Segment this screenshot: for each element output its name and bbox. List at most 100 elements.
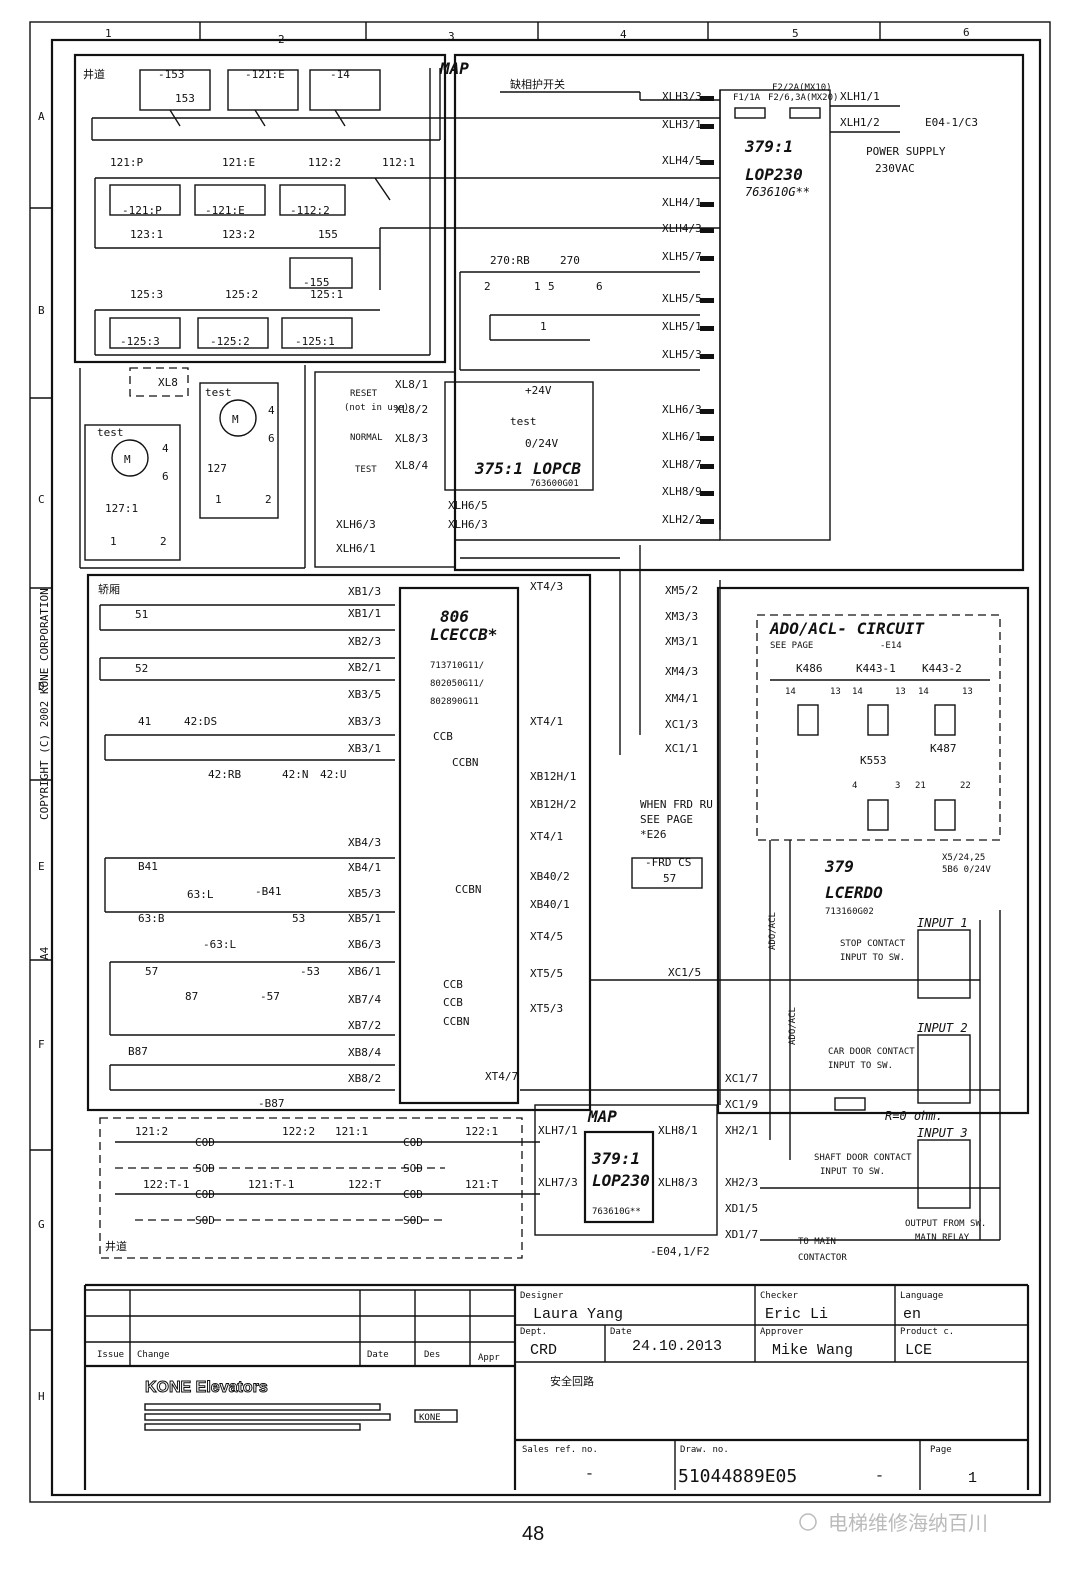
lopcb-normal: NORMAL [350, 433, 383, 443]
switch-row-1: -153 -121:E -14 153 [91, 68, 720, 141]
xlh6-5: XLH6/5 [448, 499, 488, 512]
col-2: 2 [278, 33, 285, 46]
sw-155n: -155 [303, 276, 330, 289]
ado-acl-2: ADO/ACL [788, 1007, 798, 1045]
voltage-label: 230VAC [875, 162, 915, 175]
svg-text:XT5/3: XT5/3 [530, 1002, 563, 1015]
svg-text:Date: Date [367, 1350, 389, 1360]
motor1-m: M [124, 453, 131, 466]
svg-text:XB5/3: XB5/3 [348, 887, 381, 900]
sw-121p: 121:P [110, 156, 143, 169]
power-label: POWER SUPPLY [866, 145, 946, 158]
xd1-7: XD1/7 [725, 1228, 758, 1241]
lop-bottom-code: 763610G** [592, 1207, 641, 1217]
row-B: B [38, 304, 45, 317]
svg-text:CCB: CCB [443, 996, 463, 1009]
svg-text:XB8/2: XB8/2 [348, 1072, 381, 1085]
fuse-f1-label: F1/1A [733, 93, 761, 103]
rb270-1: 1 [534, 280, 541, 293]
hoistway-bottom-box [99, 1117, 523, 1259]
svg-text:Approver: Approver [760, 1327, 804, 1337]
lop-top-code: 763610G** [745, 185, 810, 199]
svg-text:-57: -57 [260, 990, 280, 1003]
lopcb-24v: +24V [525, 384, 552, 397]
conn-xlh3-3: XLH3/3 [662, 90, 702, 103]
lceccb-code-3: 802890G11 [430, 697, 479, 707]
motor1-test: test [97, 426, 124, 439]
svg-text:Draw. no.: Draw. no. [680, 1445, 729, 1455]
col-3: 3 [448, 30, 455, 43]
lopcb-0v: 0/24V [525, 437, 558, 450]
draw-dash: - [875, 1468, 884, 1485]
svg-text:XM5/2: XM5/2 [665, 584, 698, 597]
p2b: 2 [265, 493, 272, 506]
row-D: D [38, 680, 45, 693]
svg-text:63:L: 63:L [187, 888, 214, 901]
motor1-6: 6 [162, 470, 169, 483]
col-6: 6 [963, 26, 970, 39]
lopcb-test: TEST [355, 465, 377, 475]
p1a: 1 [110, 535, 117, 548]
conn-xlh4-1: XLH4/1 [662, 196, 702, 209]
svg-text:122:1: 122:1 [465, 1125, 498, 1138]
svg-text:K553: K553 [860, 754, 887, 767]
xlh6-3b: XLH6/3 [336, 518, 376, 531]
lopcb-reset: RESET [350, 389, 378, 399]
car-switches: 51 52 41 42:DS 42:RB 42:N 42:U B41 -B41 … [99, 604, 395, 1110]
svg-text:B41: B41 [138, 860, 158, 873]
motor-box-2 [199, 382, 279, 519]
svg-text:XB40/1: XB40/1 [530, 898, 570, 911]
watermark: 电梯维修海纳百川 [828, 1511, 988, 1535]
map-top-box [453, 53, 1025, 572]
svg-text:Page: Page [930, 1445, 952, 1455]
draw-no: 51044889E05 [678, 1466, 797, 1487]
svg-text:4: 4 [852, 781, 857, 791]
car-label: 轿厢 [98, 582, 120, 596]
kone-logo: KONE [419, 1413, 441, 1423]
row-H: H [38, 1390, 45, 1403]
xlh1-2: XLH1/2 [840, 116, 880, 129]
svg-text:INPUT 1: INPUT 1 [917, 916, 968, 930]
svg-text:CCBN: CCBN [452, 756, 479, 769]
svg-text:XB8/4: XB8/4 [348, 1046, 381, 1059]
svg-text:XB5/1: XB5/1 [348, 912, 381, 925]
xlh6-3a: XLH6/3 [448, 518, 488, 531]
lopcb-frame [314, 371, 456, 568]
xlh1-1: XLH1/1 [840, 90, 880, 103]
lop-top-board [719, 89, 831, 541]
xm-terminals: XM5/2 XM3/3 XM3/1 XM4/3 XM4/1 XC1/3 XC1/… [619, 545, 721, 1105]
svg-text:13: 13 [830, 687, 841, 697]
svg-text:63:B: 63:B [138, 912, 165, 925]
sw-123-2: 123:2 [222, 228, 255, 241]
ccb-jumpers: CCB CCBN CCBN CCB CCB CCBN [433, 730, 482, 1028]
sw-125-1: 125:1 [310, 288, 343, 301]
checker: Eric Li [765, 1306, 828, 1323]
svg-text:Des: Des [424, 1350, 440, 1360]
svg-text:122:2: 122:2 [282, 1125, 315, 1138]
svg-text:53: 53 [292, 912, 305, 925]
lcerdo-box [716, 586, 1030, 1115]
ado-title: ADO/ACL- CIRCUIT [769, 619, 925, 638]
sw-125-2n: -125:2 [210, 335, 250, 348]
svg-text:41: 41 [138, 715, 151, 728]
svg-text:CCBN: CCBN [443, 1015, 470, 1028]
svg-text:INPUT TO SW.: INPUT TO SW. [828, 1061, 893, 1071]
svg-text:57: 57 [663, 872, 676, 885]
conn-xlh5-5: XLH5/5 [662, 292, 702, 305]
input-blocks: INPUT 1 INPUT 2 INPUT 3 STOP CONTACT INP… [814, 910, 1001, 1243]
svg-text:Checker: Checker [760, 1291, 799, 1301]
contactor: CONTACTOR [798, 1253, 847, 1263]
svg-text:K486: K486 [796, 662, 823, 675]
car-box [86, 573, 592, 1112]
motor1-4: 4 [162, 442, 169, 455]
drawing-title: 安全回路 [550, 1374, 594, 1388]
lceccb-board [398, 586, 520, 1105]
title-block: Designer Laura Yang Checker Eric Li Lang… [83, 1283, 1030, 1490]
svg-text:Issue: Issue [97, 1350, 124, 1360]
motor2-m: M [232, 413, 239, 426]
sw-127-1: 127:1 [105, 502, 138, 515]
svg-text:3: 3 [895, 781, 900, 791]
conn-xlh4-5: XLH4/5 [662, 154, 702, 167]
svg-text:22: 22 [960, 781, 971, 791]
